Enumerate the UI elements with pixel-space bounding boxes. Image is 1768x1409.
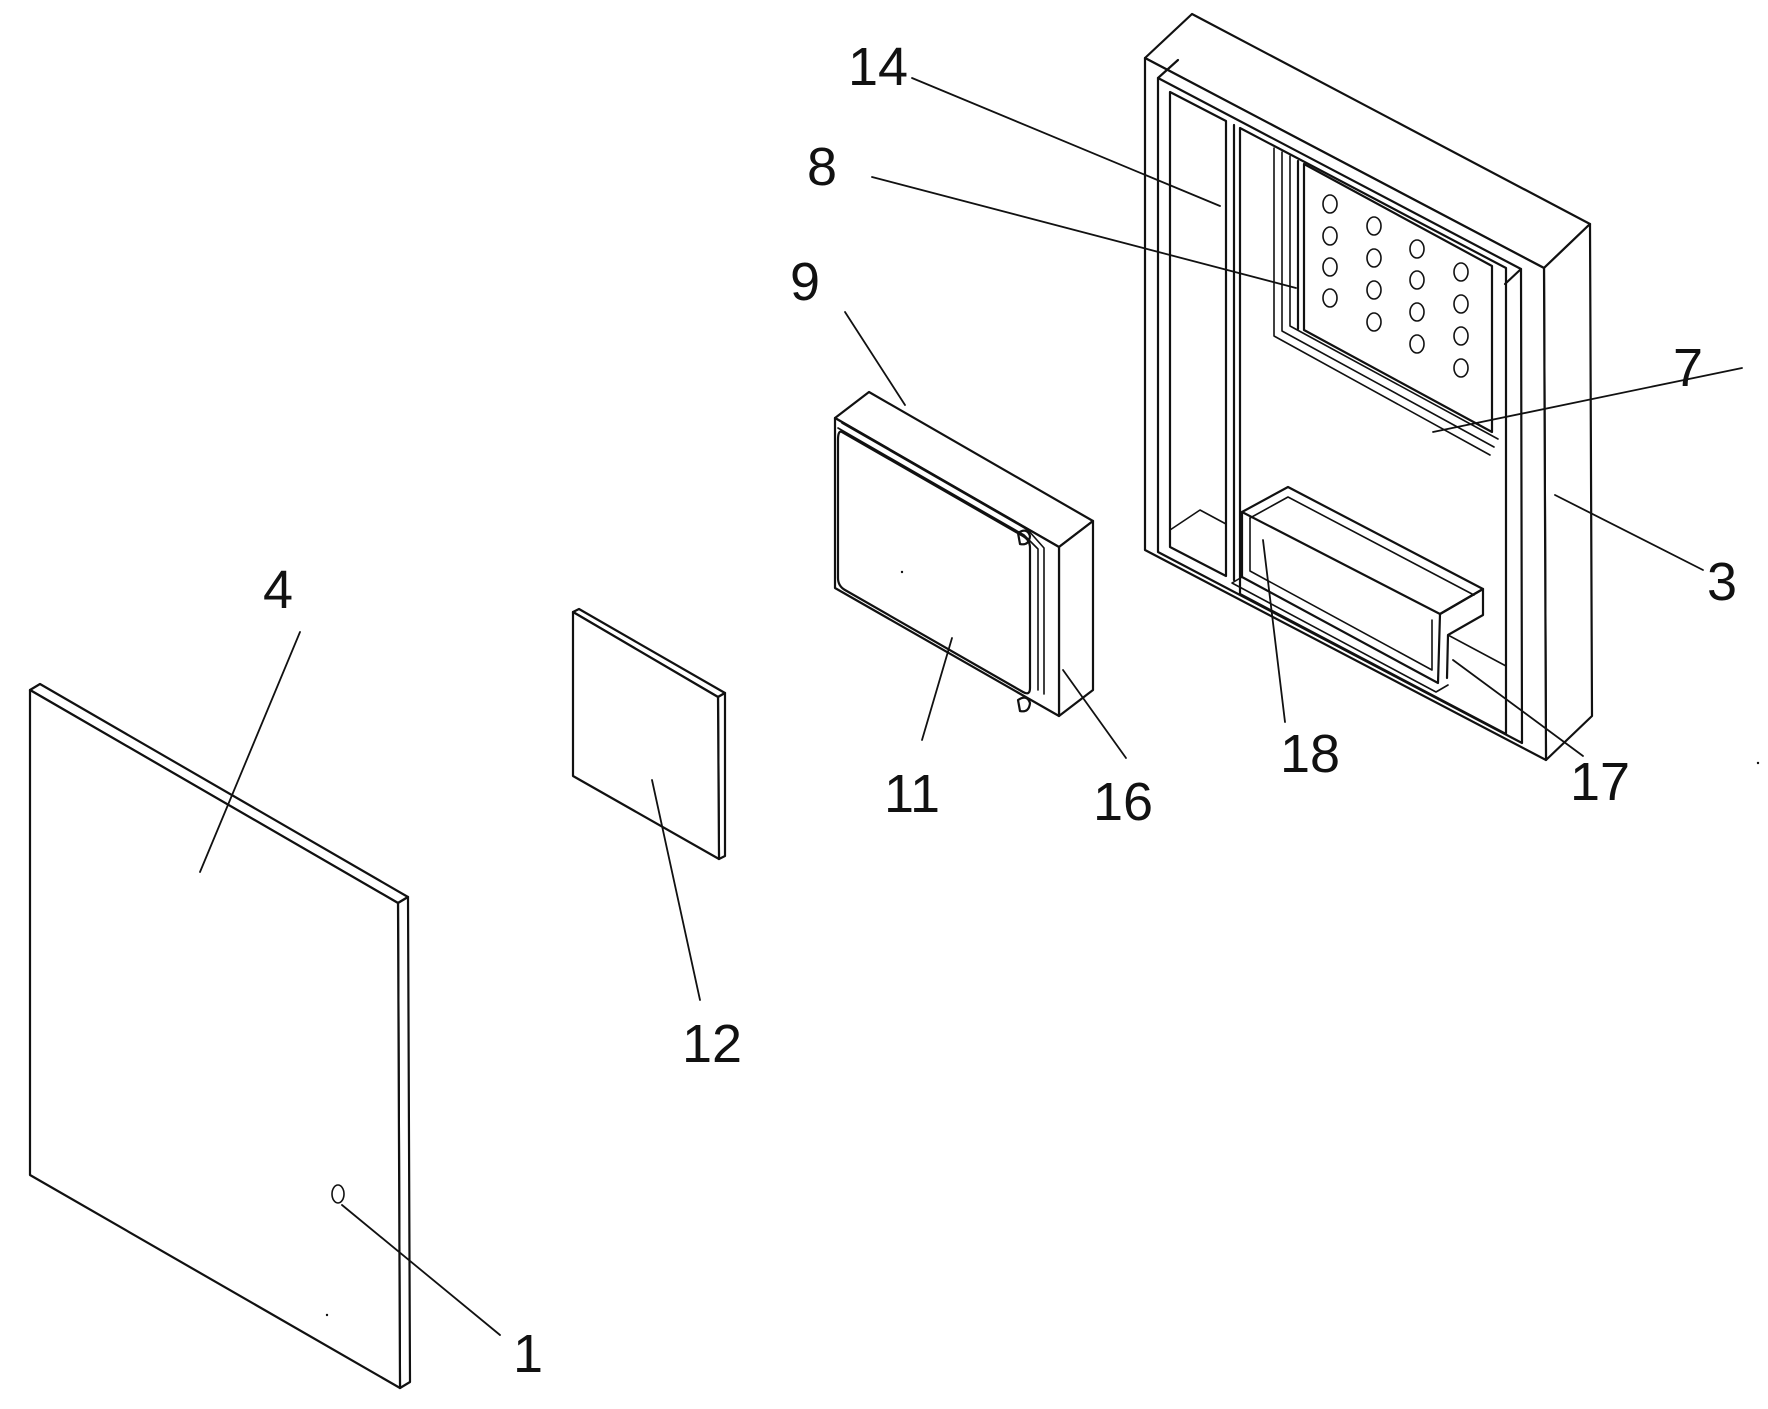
- cabinet: [1145, 14, 1759, 764]
- label-11: 11: [884, 764, 940, 824]
- hinge-bottom: [1018, 698, 1030, 712]
- speck: [901, 571, 903, 573]
- leader-16: [1063, 670, 1126, 758]
- speck: [326, 1314, 328, 1316]
- label-12: 12: [682, 1014, 742, 1074]
- label-18: 18: [1280, 724, 1340, 784]
- label-8: 8: [807, 137, 837, 197]
- door-panel: [30, 684, 410, 1388]
- label-17: 17: [1570, 752, 1630, 812]
- label-1: 1: [513, 1324, 543, 1384]
- label-7: 7: [1673, 338, 1703, 398]
- label-14: 14: [848, 37, 908, 97]
- label-16: 16: [1093, 772, 1153, 832]
- inner-box: [835, 392, 1093, 716]
- label-9: 9: [790, 252, 820, 312]
- cabinet-right-face: [1544, 224, 1592, 760]
- label-3: 3: [1707, 552, 1737, 612]
- leader-11: [922, 638, 952, 740]
- speck: [1757, 762, 1759, 764]
- leader-9: [845, 312, 905, 405]
- plate: [573, 609, 725, 859]
- label-4: 4: [263, 560, 293, 620]
